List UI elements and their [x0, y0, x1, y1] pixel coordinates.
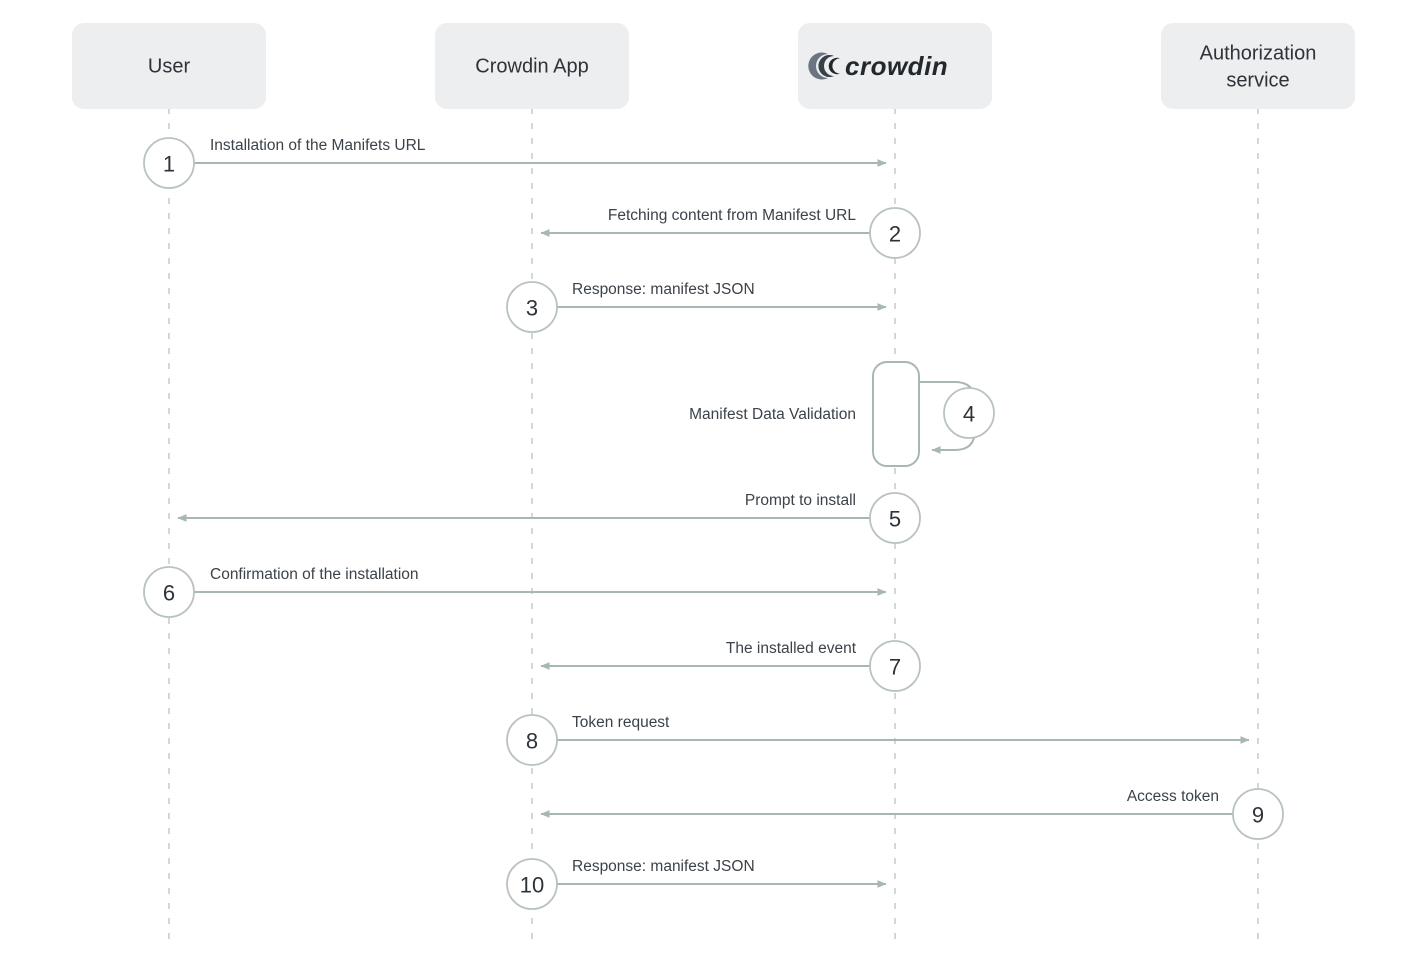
actor-header-crowdin-app[interactable]: Crowdin App: [435, 23, 629, 109]
message-7[interactable]: The installed event 7: [540, 640, 921, 692]
step-circle-1[interactable]: [143, 137, 195, 189]
activation-box-crowdin: [872, 361, 920, 467]
step-number-3: 3: [526, 296, 538, 321]
actor-label-user: User: [148, 55, 191, 77]
step-circle-4[interactable]: [943, 387, 995, 439]
actor-box-crowdin[interactable]: [798, 23, 992, 109]
message-4[interactable]: Manifest Data Validation 4: [689, 361, 995, 467]
message-8[interactable]: Token request 8: [506, 714, 1250, 766]
step-circle-9[interactable]: [1232, 788, 1284, 840]
message-label-6: Confirmation of the installation: [210, 566, 419, 583]
message-1[interactable]: Installation of the Manifets URL 1: [143, 137, 887, 189]
message-label-4: Manifest Data Validation: [689, 406, 856, 423]
message-label-1: Installation of the Manifets URL: [210, 137, 426, 154]
crowdin-logo-wordmark: crowdin: [845, 51, 948, 81]
actor-header-crowdin[interactable]: crowdin: [798, 23, 992, 109]
actor-label-auth-service-line2: service: [1226, 69, 1289, 91]
message-label-5: Prompt to install: [745, 492, 856, 509]
step-number-5: 5: [889, 507, 901, 532]
step-circle-7[interactable]: [869, 640, 921, 692]
message-10[interactable]: Response: manifest JSON 10: [506, 858, 887, 910]
message-6[interactable]: Confirmation of the installation 6: [143, 566, 887, 618]
message-2[interactable]: Fetching content from Manifest URL 2: [540, 207, 921, 259]
step-circle-10[interactable]: [506, 858, 558, 910]
message-label-2: Fetching content from Manifest URL: [608, 207, 856, 224]
crowdin-logo-icon: [808, 52, 840, 80]
step-number-6: 6: [163, 581, 175, 606]
step-circle-2[interactable]: [869, 207, 921, 259]
step-number-10: 10: [520, 873, 544, 898]
actor-header-user[interactable]: User: [72, 23, 266, 109]
step-number-1: 1: [163, 152, 175, 177]
actor-label-auth-service-line1: Authorization: [1200, 42, 1317, 64]
step-circle-6[interactable]: [143, 566, 195, 618]
step-number-4: 4: [963, 402, 975, 427]
message-9[interactable]: Access token 9: [540, 788, 1284, 840]
message-label-7: The installed event: [726, 640, 857, 657]
step-circle-3[interactable]: [506, 281, 558, 333]
actor-box-auth-service[interactable]: [1161, 23, 1355, 109]
step-number-8: 8: [526, 729, 538, 754]
message-label-9: Access token: [1127, 788, 1219, 805]
step-circle-5[interactable]: [869, 492, 921, 544]
message-label-10: Response: manifest JSON: [572, 858, 755, 875]
step-number-9: 9: [1252, 803, 1264, 828]
message-label-3: Response: manifest JSON: [572, 281, 755, 298]
actor-header-auth-service[interactable]: Authorization service: [1161, 23, 1355, 109]
message-3[interactable]: Response: manifest JSON 3: [506, 281, 887, 333]
actor-box-user[interactable]: [72, 23, 266, 109]
step-number-7: 7: [889, 655, 901, 680]
actor-box-crowdin-app[interactable]: [435, 23, 629, 109]
actor-label-crowdin-app: Crowdin App: [475, 55, 588, 77]
step-number-2: 2: [889, 222, 901, 247]
step-circle-8[interactable]: [506, 714, 558, 766]
message-label-8: Token request: [572, 714, 670, 731]
message-5[interactable]: Prompt to install 5: [177, 492, 921, 544]
